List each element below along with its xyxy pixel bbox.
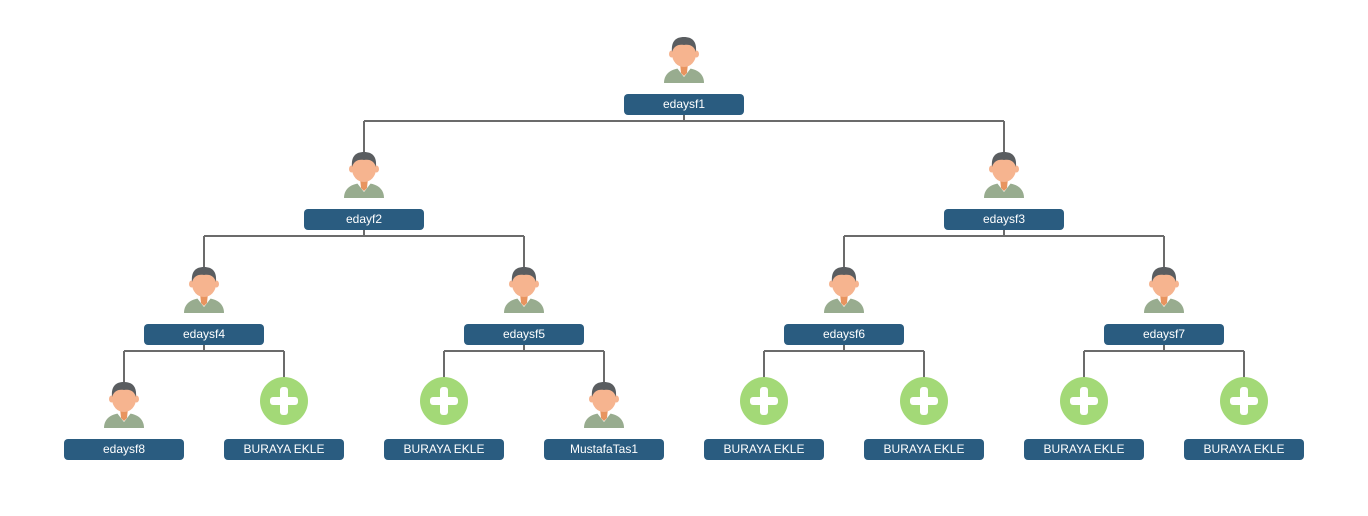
member-label[interactable]: edaysf4: [144, 324, 264, 345]
add-here-button[interactable]: BURAYA EKLE: [1184, 439, 1304, 460]
member-label[interactable]: edaysf7: [1104, 324, 1224, 345]
add-here-button[interactable]: BURAYA EKLE: [384, 439, 504, 460]
member-node: edaysf4: [144, 265, 264, 365]
plus-circle-icon[interactable]: [419, 376, 469, 426]
empty-slot-node: BURAYA EKLE: [1184, 377, 1304, 480]
member-node: edaysf3: [944, 150, 1064, 250]
member-node: MustafaTas1: [544, 380, 664, 480]
person-avatar-icon[interactable]: [822, 265, 866, 313]
add-here-button[interactable]: BURAYA EKLE: [864, 439, 984, 460]
member-label[interactable]: edaysf1: [624, 94, 744, 115]
plus-circle-icon[interactable]: [259, 376, 309, 426]
member-label[interactable]: edaysf6: [784, 324, 904, 345]
person-avatar-icon[interactable]: [102, 380, 146, 428]
plus-circle-icon[interactable]: [899, 376, 949, 426]
empty-slot-node: BURAYA EKLE: [384, 377, 504, 480]
person-avatar-icon[interactable]: [982, 150, 1026, 198]
empty-slot-node: BURAYA EKLE: [224, 377, 344, 480]
plus-circle-icon[interactable]: [1059, 376, 1109, 426]
member-node: edaysf5: [464, 265, 584, 365]
member-label[interactable]: edaysf5: [464, 324, 584, 345]
empty-slot-node: BURAYA EKLE: [1024, 377, 1144, 480]
add-here-button[interactable]: BURAYA EKLE: [224, 439, 344, 460]
person-avatar-icon[interactable]: [182, 265, 226, 313]
member-node: edaysf1: [624, 35, 744, 135]
member-node: edaysf6: [784, 265, 904, 365]
add-here-button[interactable]: BURAYA EKLE: [704, 439, 824, 460]
plus-circle-icon[interactable]: [739, 376, 789, 426]
person-avatar-icon[interactable]: [502, 265, 546, 313]
plus-circle-icon[interactable]: [1219, 376, 1269, 426]
person-avatar-icon[interactable]: [582, 380, 626, 428]
member-node: edayf2: [304, 150, 424, 250]
empty-slot-node: BURAYA EKLE: [704, 377, 824, 480]
person-avatar-icon[interactable]: [662, 35, 706, 83]
empty-slot-node: BURAYA EKLE: [864, 377, 984, 480]
add-here-button[interactable]: BURAYA EKLE: [1024, 439, 1144, 460]
member-label[interactable]: edayf2: [304, 209, 424, 230]
member-node: edaysf8: [64, 380, 184, 480]
member-node: edaysf7: [1104, 265, 1224, 365]
member-label[interactable]: edaysf8: [64, 439, 184, 460]
member-label[interactable]: MustafaTas1: [544, 439, 664, 460]
member-label[interactable]: edaysf3: [944, 209, 1064, 230]
person-avatar-icon[interactable]: [342, 150, 386, 198]
person-avatar-icon[interactable]: [1142, 265, 1186, 313]
